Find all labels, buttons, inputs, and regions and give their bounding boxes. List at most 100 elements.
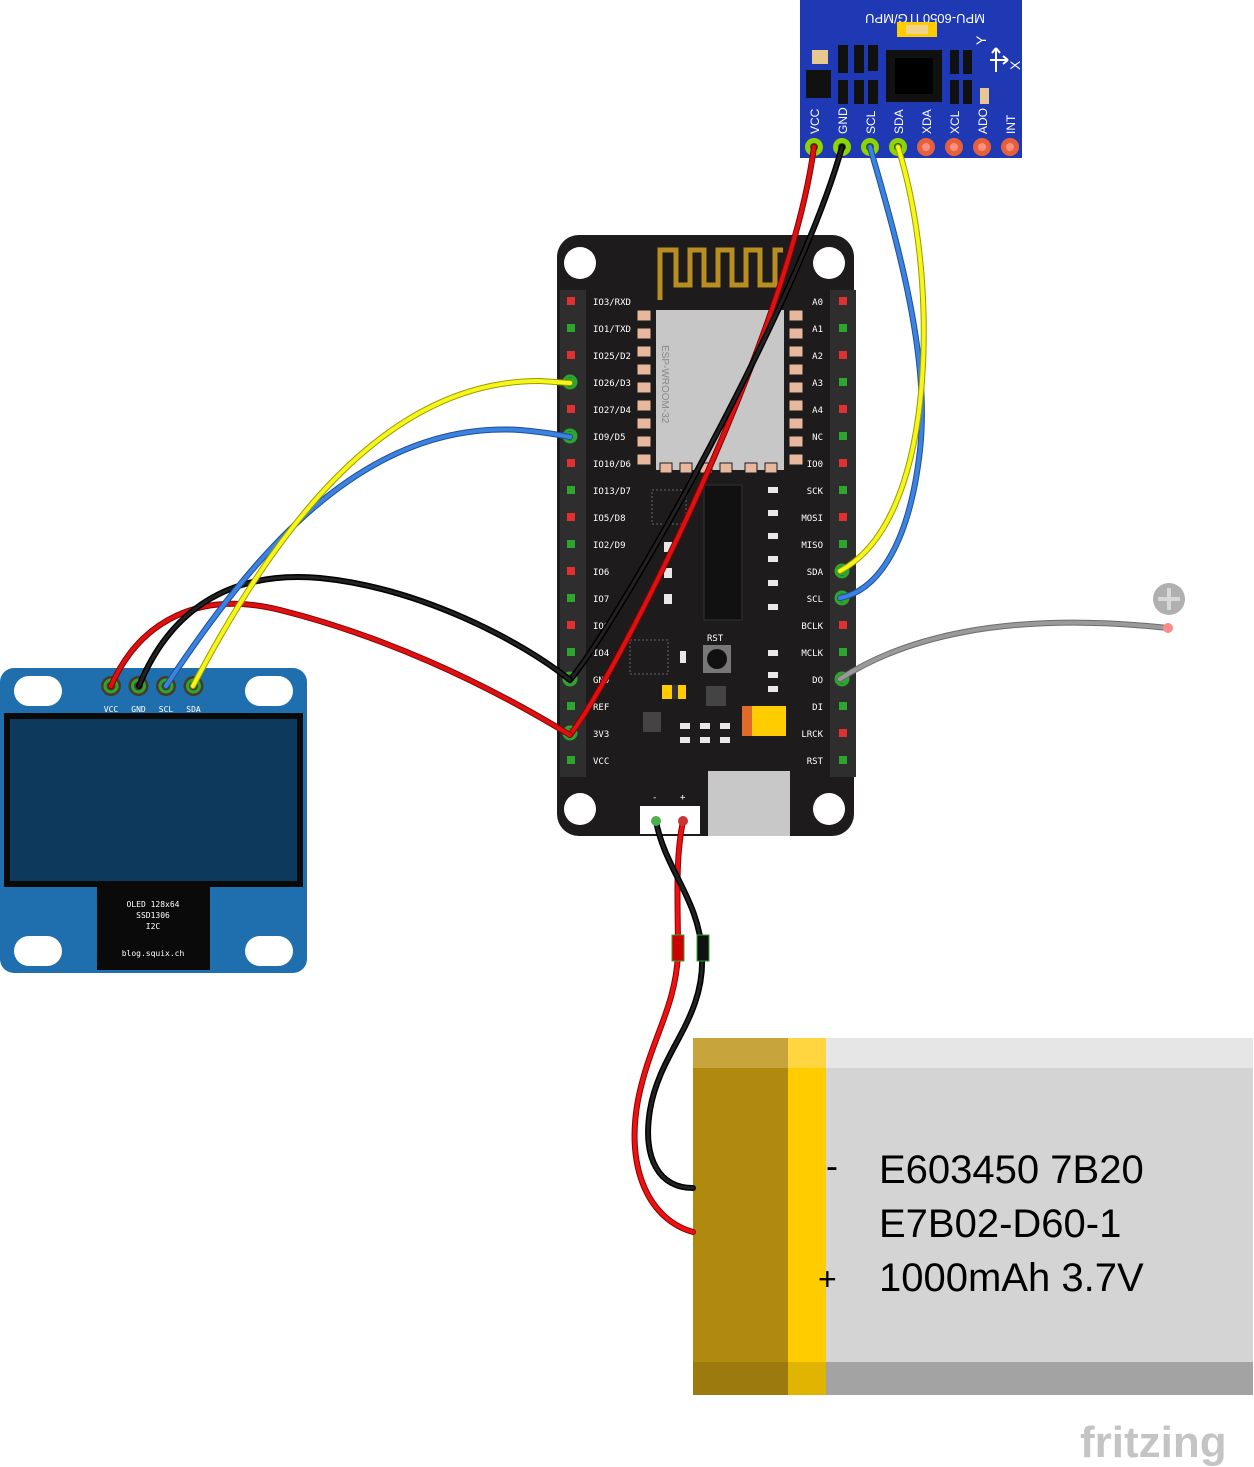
mpu-pin-label: XDA (920, 109, 934, 134)
esp-right-pin-label: RST (807, 757, 824, 767)
esp-right-pin-ring (834, 563, 850, 579)
usb-connector[interactable] (708, 771, 790, 836)
esp-right-pin-dot[interactable] (839, 486, 847, 494)
esp-left-pin-label: IO9/D5 (593, 433, 626, 443)
esp-right-pin-dot[interactable] (839, 648, 847, 656)
esp-left-pin-dot[interactable] (567, 594, 575, 602)
esp-right-pin-dot[interactable] (839, 405, 847, 413)
module-pads (636, 309, 804, 474)
esp-right-pin-label: MOSI (801, 514, 823, 524)
esp-left-pin-label: IO25/D2 (593, 352, 631, 362)
mount-hole (564, 793, 596, 825)
transistor (706, 686, 726, 706)
mount-hole (245, 936, 293, 966)
esp-right-pin-dot[interactable] (839, 459, 847, 467)
mpu-title: MPU-6050 ITG/MPU (865, 11, 985, 26)
mpu-pin-label: ADO (976, 108, 990, 134)
esp-right-pin-label: MISO (801, 541, 823, 551)
battery-minus-sign: - (826, 1145, 838, 1186)
fritzing-watermark: fritzing (1080, 1418, 1227, 1467)
mount-hole (813, 247, 845, 279)
esp-right-pin-label: DO (812, 676, 823, 686)
battery-label-line2: E7B02-D60-1 (879, 1202, 1121, 1246)
esp-right-pin-dot[interactable] (839, 729, 847, 737)
esp-right-pin-label: SDA (807, 568, 824, 578)
smd-components (664, 487, 778, 743)
axis-arrows-icon (990, 47, 1009, 72)
wire-sleeve-red (671, 934, 685, 962)
left-header (560, 290, 586, 777)
esp-left-pin-dot[interactable] (567, 648, 575, 656)
esp-right-pin-label: A1 (812, 325, 823, 335)
mpu-pin-label: GND (836, 107, 850, 134)
antenna-trace (652, 240, 786, 306)
esp-left-pin-dot[interactable] (567, 351, 575, 359)
esp-left-pin-label: IO26/D3 (593, 379, 631, 389)
battery-plus-label: + (680, 793, 686, 803)
esp-left-pin-dot[interactable] (567, 702, 575, 710)
esp-left-pin-label: IO4 (593, 649, 609, 659)
esp-right-pin-label: IO0 (807, 460, 823, 470)
lipo-battery: - + E603450 7B20 E7B02-D60-1 1000mAh 3.7… (693, 1038, 1253, 1395)
esp-left-pin-dot[interactable] (567, 459, 575, 467)
wire-do-probe[interactable] (837, 619, 1171, 682)
mount-hole (813, 793, 845, 825)
oled-chip-line3: I2C (146, 922, 161, 931)
axis-y-label: Y (973, 35, 989, 45)
axis-x-label: X (1007, 60, 1023, 70)
oled-chip (97, 887, 210, 970)
oled-board: OLED 128x64 SSD1306 I2C blog.squix.ch VC… (0, 668, 307, 973)
esp-left-pin-dot[interactable] (567, 297, 575, 305)
mpu-pin-label: XCL (948, 110, 962, 134)
esp-right-pin-dot[interactable] (839, 378, 847, 386)
esp-left-pin-dot[interactable] (567, 324, 575, 332)
esp-right-pin-dot[interactable] (839, 297, 847, 305)
small-chip (629, 639, 669, 675)
esp-right-pin-label: A0 (812, 298, 823, 308)
esp-right-pin-dot[interactable] (839, 351, 847, 359)
esp-left-pin-label: IO7 (593, 595, 609, 605)
mount-hole (245, 676, 293, 706)
esp-left-pin-label: VCC (593, 757, 609, 767)
esp-right-pin-dot[interactable] (839, 513, 847, 521)
esp-right-pin-dot[interactable] (839, 432, 847, 440)
wires (108, 144, 1171, 1235)
mount-hole (14, 936, 62, 966)
esp-left-pin-dot[interactable] (567, 405, 575, 413)
battery-pin-minus[interactable] (651, 816, 661, 826)
esp-left-pin-dot[interactable] (567, 756, 575, 764)
module-label: ESP-WROOM-32 (659, 345, 670, 424)
esp-right-pin-dot[interactable] (839, 756, 847, 764)
battery-label-line3: 1000mAh 3.7V (879, 1256, 1144, 1300)
esp-left-pin-label: REF (593, 703, 609, 713)
esp32-board: ESP-WROOM-32 (557, 235, 856, 836)
battery-connector[interactable] (640, 806, 700, 834)
rst-label: RST (707, 634, 724, 644)
oled-pin-label: SDA (186, 705, 201, 714)
mount-hole (14, 676, 62, 706)
esp-right-pin-label: NC (812, 433, 823, 443)
esp-right-pin-dot[interactable] (839, 324, 847, 332)
esp-left-pin-dot[interactable] (567, 513, 575, 521)
transistor (643, 712, 661, 732)
esp-right-pin-dot[interactable] (839, 621, 847, 629)
esp-left-pin-label: IO8 (593, 622, 609, 632)
mount-hole (564, 247, 596, 279)
oled-screen (10, 719, 297, 881)
esp-left-pin-dot[interactable] (567, 540, 575, 548)
esp-left-pin-label: IO5/D8 (593, 514, 626, 524)
oled-pin-label: SCL (159, 705, 174, 714)
esp-right-pin-label: MCLK (801, 649, 823, 659)
esp-right-pin-label: SCL (807, 595, 823, 605)
esp-left-pin-dot[interactable] (567, 567, 575, 575)
esp-right-pin-dot[interactable] (839, 540, 847, 548)
battery-plus-sign: + (818, 1261, 837, 1297)
esp-left-pin-dot[interactable] (567, 621, 575, 629)
esp-left-pin-label: IO1/TXD (593, 325, 631, 335)
battery-pin-plus[interactable] (678, 816, 688, 826)
esp-left-pin-dot[interactable] (567, 486, 575, 494)
esp-left-pin-label: 3V3 (593, 730, 609, 740)
esp-left-pin-label: IO3/RXD (593, 298, 631, 308)
esp-left-pin-label: IO13/D7 (593, 487, 631, 497)
esp-right-pin-dot[interactable] (839, 702, 847, 710)
